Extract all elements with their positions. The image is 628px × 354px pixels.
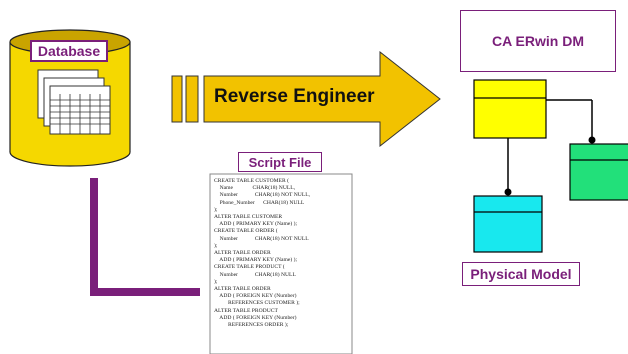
script-file-content: CREATE TABLE CUSTOMER ( Name CHAR(18) NU… (214, 178, 350, 354)
script-file-label: Script File (238, 152, 322, 172)
script-line: REFERENCES ORDER ); (214, 322, 289, 329)
script-line: CREATE TABLE PRODUCT ( (214, 264, 285, 271)
tool-title-box: CA ERwin DM (460, 10, 616, 72)
script-line: ALTER TABLE CUSTOMER (214, 214, 283, 221)
script-line: ADD ( PRIMARY KEY (Name) ); (214, 257, 298, 264)
script-line: ALTER TABLE PRODUCT (214, 307, 278, 314)
database-label: Database (30, 40, 108, 62)
script-line: ADD ( FOREIGN KEY (Number) (214, 314, 297, 321)
script-file-page (209, 173, 353, 354)
script-line: Number CHAR(18) NULL (214, 271, 296, 278)
script-line: CREATE TABLE ORDER ( (214, 228, 278, 235)
reverse-engineer-label: Reverse Engineer (214, 86, 375, 107)
relationship-lines (507, 99, 593, 192)
script-line: Number CHAR(18) NOT NULL, (214, 192, 311, 199)
script-line: ALTER TABLE ORDER (214, 286, 271, 293)
entity-cyan-icon (473, 195, 543, 253)
relationship-dot-cyan (504, 188, 512, 196)
script-line: ); (214, 278, 218, 285)
script-line: Phone_Number CHAR(18) NULL (214, 199, 305, 206)
database-tables-icon (37, 69, 111, 135)
entity-green-icon (569, 143, 628, 201)
script-line: Name CHAR(18) NULL, (214, 185, 296, 192)
entity-yellow-icon (473, 79, 547, 139)
relationship-dot-green (588, 136, 596, 144)
script-line: ADD ( PRIMARY KEY (Name) ); (214, 221, 298, 228)
database-to-script-connector (90, 178, 200, 296)
physical-model-label: Physical Model (462, 262, 580, 286)
script-line: ALTER TABLE ORDER (214, 250, 271, 257)
script-line: ); (214, 242, 218, 249)
script-line: Number CHAR(18) NOT NULL (214, 235, 309, 242)
reverse-engineer-arrow-icon (171, 50, 441, 148)
script-line: ADD ( FOREIGN KEY (Number) (214, 293, 297, 300)
script-line: ); (214, 206, 218, 213)
script-line: CREATE TABLE CUSTOMER ( (214, 178, 290, 184)
script-line: REFERENCES CUSTOMER ); (214, 300, 300, 307)
